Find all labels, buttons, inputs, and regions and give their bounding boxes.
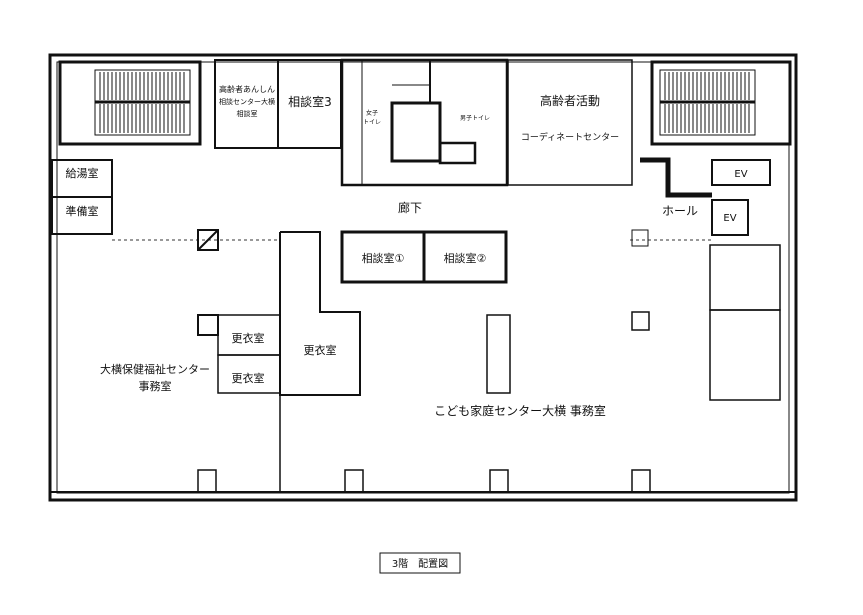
room-koureisha bbox=[507, 59, 633, 186]
center-pillar bbox=[486, 314, 511, 394]
label-female-toilet-1: 女子 bbox=[366, 109, 378, 117]
hall-path bbox=[640, 157, 712, 198]
label-soudan2: 相談室② bbox=[444, 251, 487, 265]
elevator-2 bbox=[711, 199, 749, 236]
label-kyuto: 給湯室 bbox=[66, 166, 99, 180]
room-soudan2 bbox=[422, 230, 508, 284]
toilet-storage bbox=[438, 141, 477, 165]
label-koureisha: 高齢者活動 bbox=[540, 93, 600, 108]
outer-wall bbox=[48, 53, 798, 502]
label-kodomo: こども家庭センター大横 事務室 bbox=[434, 403, 606, 418]
label-soudan1: 相談室① bbox=[362, 251, 405, 265]
stair-left bbox=[58, 60, 202, 146]
label-anshin-3: 相談室 bbox=[237, 109, 258, 118]
label-hall: ホール bbox=[662, 204, 698, 218]
label-hoken-1: 大横保健福祉センター bbox=[100, 362, 210, 376]
label-anshin-1: 高齢者あんしん bbox=[219, 84, 275, 94]
room-koui-big bbox=[279, 231, 361, 396]
elevator-1 bbox=[711, 159, 771, 186]
room-right-2 bbox=[709, 309, 781, 401]
room-koui-small2 bbox=[217, 354, 281, 394]
label-corridor: 廊下 bbox=[398, 200, 422, 215]
label-female-toilet-2: トイレ bbox=[363, 119, 381, 126]
label-male-toilet: 男子トイレ bbox=[460, 115, 490, 122]
caption: 3階 配置図 bbox=[392, 558, 448, 570]
label-ev2: EV bbox=[723, 213, 736, 224]
label-koui-big: 更衣室 bbox=[304, 343, 337, 357]
label-koui-small1: 更衣室 bbox=[232, 331, 265, 345]
caption-box bbox=[379, 552, 461, 574]
room-junbi bbox=[51, 196, 113, 235]
stair-right bbox=[650, 60, 792, 146]
label-ev1: EV bbox=[734, 169, 747, 180]
label-junbi: 準備室 bbox=[66, 204, 99, 218]
column bbox=[197, 229, 219, 251]
room-right-1 bbox=[709, 244, 781, 311]
label-hoken-2: 事務室 bbox=[139, 379, 172, 393]
label-coordinate: コーディネートセンター bbox=[521, 131, 619, 143]
label-koui-small2: 更衣室 bbox=[232, 371, 265, 385]
label-anshin-2: 相談センター大横 bbox=[219, 97, 275, 106]
label-soudan3: 相談室3 bbox=[288, 94, 332, 109]
accessible-toilet bbox=[390, 101, 442, 163]
